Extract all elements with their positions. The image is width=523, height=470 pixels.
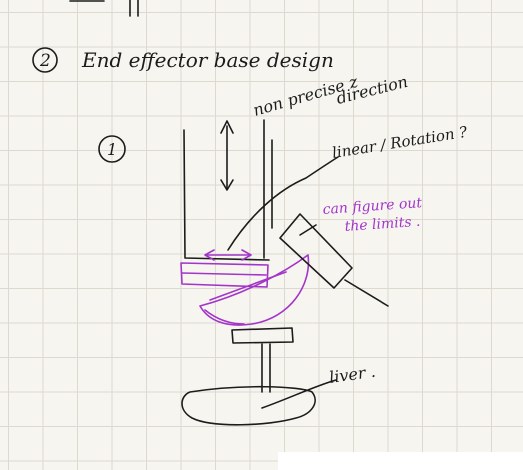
ball-joint-bowl bbox=[199, 254, 310, 326]
tilted-sensor-rod bbox=[344, 279, 389, 307]
ball-joint-rim bbox=[204, 309, 245, 325]
horizontal-arrow-head-left bbox=[204, 249, 215, 261]
vertical-arrow-head-up bbox=[220, 120, 234, 134]
vertical-arrow-head-down bbox=[220, 179, 234, 191]
heading: End effector base design bbox=[81, 48, 334, 72]
liver-leader-line bbox=[261, 379, 337, 409]
ball-joint-line bbox=[209, 271, 287, 301]
annotation-limits-line2: the limits . bbox=[344, 214, 421, 235]
top-mark bbox=[129, 0, 139, 17]
base-plate bbox=[180, 262, 269, 288]
housing-outer-wall bbox=[183, 129, 270, 261]
base-plate-line bbox=[181, 272, 267, 276]
annotation-limits-line1: can figure out bbox=[322, 195, 423, 218]
annotation-motion: linear / Rotation ? bbox=[331, 123, 470, 162]
probe-rod bbox=[261, 343, 271, 393]
sub-number-circle bbox=[98, 135, 126, 163]
section-number: 2 bbox=[39, 51, 51, 71]
lower-block bbox=[231, 327, 294, 344]
white-paper-corner bbox=[278, 452, 523, 470]
section-number-circle bbox=[32, 47, 58, 73]
sub-number: 1 bbox=[107, 140, 117, 159]
annotation-liver: liver . bbox=[328, 362, 377, 387]
tilted-sensor-tick bbox=[299, 224, 317, 236]
liver-outline bbox=[181, 385, 316, 426]
tilted-sensor bbox=[279, 213, 353, 289]
horizontal-arrow-head-right bbox=[241, 249, 252, 261]
motion-leader-line bbox=[227, 156, 339, 251]
